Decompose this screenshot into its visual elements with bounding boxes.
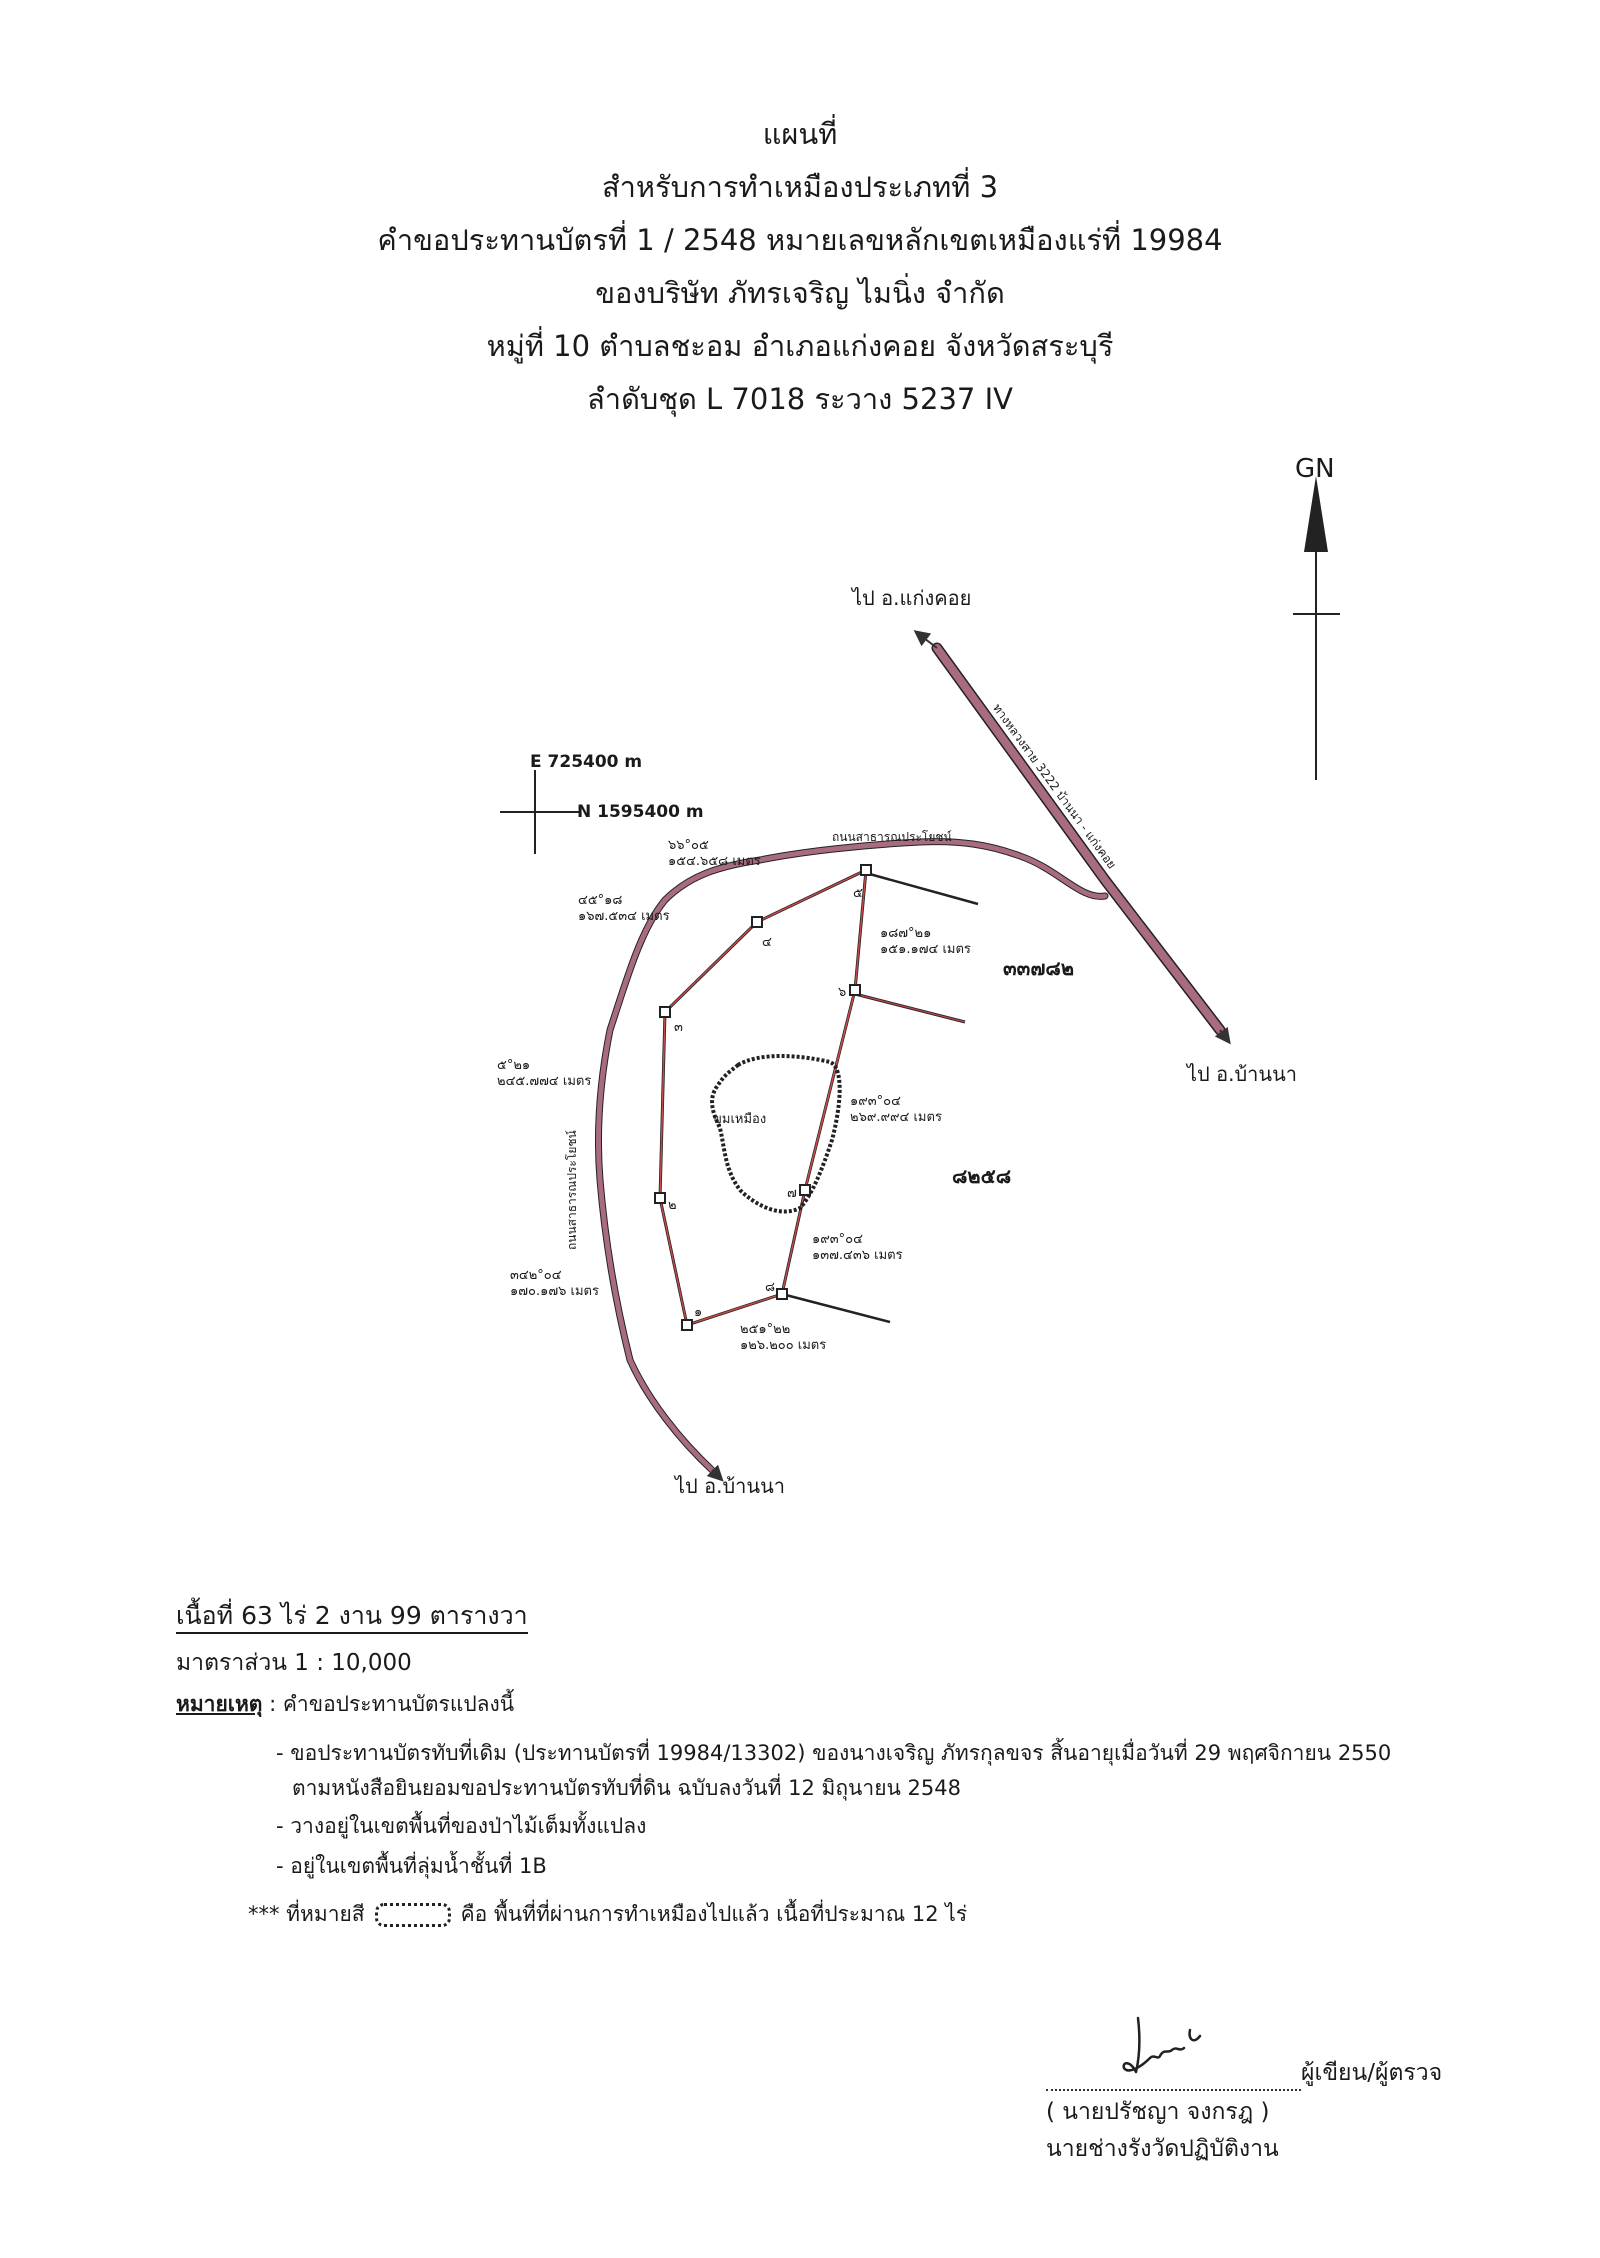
signature-dotted-line [1046, 2067, 1301, 2091]
bearing-label: ๑๙๓°๐๔๑๓๗.๔๓๖ เมตร [812, 1232, 903, 1263]
northing-label: N 1595400 m [577, 802, 704, 822]
corner-number: ๕ [853, 886, 863, 901]
corner-number: ๘ [765, 1280, 776, 1295]
bearing-label: ๖๖°๐๕๑๕๔.๖๕๘ เมตร [668, 838, 761, 869]
signature-mark [1122, 2016, 1202, 2074]
corner-markers [654, 864, 872, 1331]
title-line-1: แผนที่ [762, 117, 838, 151]
note-bullet-3: - อยู่ในเขตพื้นที่ลุ่มน้ำชั้นที่ 1B [276, 1854, 547, 1878]
bearing-label: ๑๙๓°๐๔๒๖๙.๙๙๔ เมตร [850, 1094, 942, 1125]
note-heading: หมายเหตุ : คำขอประทานบัตรแปลงนี้ [176, 1692, 515, 1716]
note-bullet-1a: - ขอประทานบัตรทับที่เดิม (ประทานบัตรที่ … [276, 1741, 1392, 1765]
title-line-2: สำหรับการทำเหมืองประเภทที่ 3 [601, 170, 999, 204]
note-bullet-1b: ตามหนังสือยินยอมขอประทานบัตรทับที่ดิน ฉบ… [292, 1776, 961, 1800]
bearing-label: ๑๘๗°๒๑๑๕๑.๑๗๔ เมตร [880, 926, 971, 957]
easting-label: E 725400 m [530, 752, 643, 772]
title-line-3: คำขอประทานบัตรที่ 1 / 2548 หมายเลขหลักเข… [377, 223, 1223, 257]
bearing-label: ๒๕๑°๒๒๑๒๖.๒๐๐ เมตร [740, 1322, 827, 1353]
grid-north-label: GN [1295, 454, 1335, 484]
mined-area-label: ขุมเหมือง [713, 1112, 767, 1127]
signer-name: ( นายปรัชญา จงกรฎ ) [1046, 2099, 1270, 2125]
map-title-block: แผนที่ สำหรับการทำเหมืองประเภทที่ 3 คำขอ… [0, 108, 1600, 426]
corner-number: ๑ [694, 1305, 703, 1320]
highway-road [913, 630, 1231, 1045]
to-kaeng-khoi-label: ไป อ.แก่งคอย [852, 586, 972, 610]
title-line-6: ลำดับชุด L 7018 ระวาง 5237 IV [587, 382, 1013, 416]
mined-area-symbol [374, 1903, 451, 1927]
title-line-4: ของบริษัท ภัทรเจริญ ไมนิ่ง จำกัด [595, 276, 1005, 310]
bearing-label: ๓๔๒°๐๔๑๗๐.๑๗๖ เมตร [510, 1268, 599, 1299]
parcel-number-north: ๓๓๗๘๒ [1003, 956, 1074, 980]
parcel-number-east: ๘๒๕๘ [952, 1164, 1012, 1188]
area-summary: เนื้อที่ 63 ไร่ 2 งาน 99 ตารางวา [176, 1596, 528, 1636]
to-ban-na-south-label: ไป อ.บ้านนา [675, 1474, 785, 1498]
to-ban-na-east-label: ไป อ.บ้านนา [1187, 1062, 1297, 1086]
corner-number: ๔ [762, 935, 772, 950]
north-arrow [1293, 476, 1340, 780]
coordinate-cross [500, 770, 580, 854]
mined-area-legend: *** ที่หมายสีคือ พื้นที่ที่ผ่านการทำเหมื… [248, 1902, 968, 1927]
corner-number: ๗ [787, 1186, 797, 1201]
note-bullet-2: - วางอยู่ในเขตพื้นที่ของป่าไม้เต็มทั้งแป… [276, 1814, 647, 1838]
signature-line: ผู้เขียน/ผู้ตรวจ [1046, 2055, 1442, 2091]
bearing-label: ๔๕°๑๘๑๖๗.๕๓๔ เมตร [578, 893, 670, 924]
corner-number: ๓ [674, 1020, 683, 1035]
scale-text: มาตราส่วน 1 : 10,000 [176, 1650, 412, 1676]
public-road [594, 838, 1109, 1482]
title-line-5: หมู่ที่ 10 ตำบลชะอม อำเภอแก่งคอย จังหวัด… [486, 329, 1114, 363]
signer-title: นายช่างรังวัดปฏิบัติงาน [1046, 2136, 1279, 2162]
public-road-top-label: ถนนสาธารณประโยชน์ [832, 830, 952, 844]
corner-number: ๖ [838, 985, 847, 1000]
bearing-label: ๕°๒๑๒๔๕.๗๗๔ เมตร [497, 1058, 592, 1089]
public-road-west-label: ถนนสาธารณประโยชน์ [565, 1130, 579, 1250]
corner-number: ๒ [668, 1198, 677, 1213]
